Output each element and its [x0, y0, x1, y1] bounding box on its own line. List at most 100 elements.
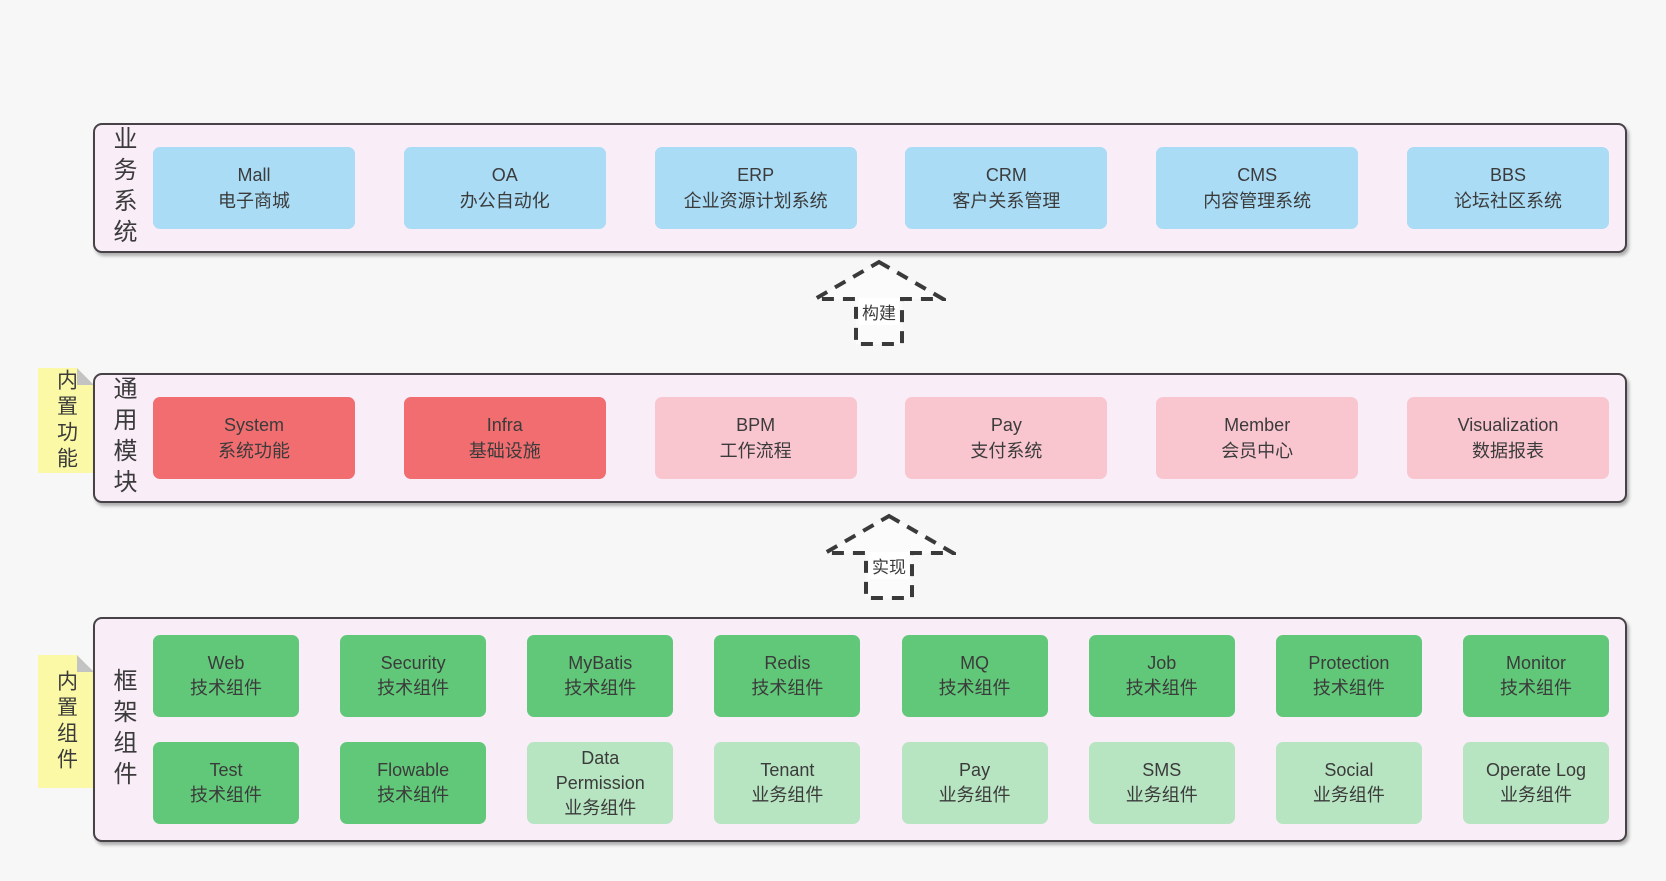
box-web: Web 技术组件	[153, 635, 299, 717]
box-subtitle: 业务组件	[1312, 785, 1385, 805]
builtin-functions-note-label: 内置功能	[54, 368, 78, 473]
box-subtitle: 业务组件	[938, 785, 1011, 805]
box-title: Test	[209, 760, 243, 780]
box-title: Social	[1324, 760, 1374, 780]
box-title: MyBatis	[568, 653, 633, 673]
box-system: System 系统功能	[153, 397, 355, 479]
box-title: SMS	[1142, 760, 1182, 780]
builtin-functions-note: 内置功能	[38, 368, 94, 473]
note-fold-corner	[77, 655, 94, 672]
framework-components-label: 框架组件	[109, 667, 136, 792]
box-subtitle: 技术组件	[751, 678, 824, 698]
box-title: BPM	[736, 415, 776, 435]
box-subtitle: 数据报表	[1471, 441, 1544, 461]
box-mybatis: MyBatis 技术组件	[527, 635, 674, 717]
box-cms: CMS 内容管理系统	[1156, 147, 1359, 229]
box-title: Flowable	[377, 760, 450, 780]
note-fold-corner	[77, 368, 94, 385]
box-title: Tenant	[760, 760, 815, 780]
box-title: OA	[491, 165, 518, 185]
common-modules-section: 通用模块 System 系统功能 Infra 基础设施 BPM 工作流程 Pay…	[93, 373, 1627, 503]
business-systems-row: Mall 电子商城 OA 办公自动化 ERP 企业资源计划系统 CRM 客户关系…	[153, 147, 1609, 229]
box-subtitle: 技术组件	[564, 678, 637, 698]
common-modules-row: System 系统功能 Infra 基础设施 BPM 工作流程 Pay 支付系统…	[153, 397, 1609, 479]
box-title: Member	[1224, 415, 1291, 435]
common-modules-rows: System 系统功能 Infra 基础设施 BPM 工作流程 Pay 支付系统…	[149, 375, 1625, 501]
box-title: Job	[1147, 653, 1177, 673]
framework-components-row-2: Test 技术组件 Flowable 技术组件 Data Permission …	[153, 742, 1609, 824]
box-subtitle: 技术组件	[1312, 678, 1385, 698]
box-subtitle: 企业资源计划系统	[683, 191, 828, 211]
box-title: CRM	[985, 165, 1027, 185]
box-title: Pay	[959, 760, 991, 780]
box-pay: Pay 业务组件	[901, 742, 1048, 824]
box-subtitle: 系统功能	[218, 441, 290, 461]
framework-components-rows: Web 技术组件 Security 技术组件 MyBatis 技术组件 Redi…	[149, 619, 1625, 840]
box-subtitle: 论坛社区系统	[1453, 191, 1562, 211]
box-test: Test 技术组件	[153, 742, 299, 824]
box-subtitle: 内容管理系统	[1203, 191, 1312, 211]
box-bpm: BPM 工作流程	[654, 397, 857, 479]
box-member: Member 会员中心	[1156, 397, 1359, 479]
box-subtitle: 电子商城	[218, 191, 290, 211]
box-title: ERP	[737, 165, 775, 185]
box-bbs: BBS 论坛社区系统	[1406, 147, 1609, 229]
box-title: Operate Log	[1485, 760, 1587, 780]
box-title: Web	[207, 653, 245, 673]
box-crm: CRM 客户关系管理	[905, 147, 1108, 229]
box-title: Protection	[1308, 653, 1390, 673]
box-visualization: Visualization 数据报表	[1406, 397, 1609, 479]
common-modules-label: 通用模块	[109, 376, 136, 500]
box-subtitle: 会员中心	[1221, 441, 1294, 461]
framework-components-section: 框架组件 Web 技术组件 Security 技术组件 MyBatis 技术组件…	[93, 617, 1627, 842]
implement-arrow-label: 实现	[869, 552, 909, 579]
box-subtitle: 支付系统	[970, 441, 1043, 461]
box-subtitle: 业务组件	[1499, 785, 1572, 805]
business-systems-label: 业务系统	[109, 126, 136, 250]
box-monitor: Monitor 技术组件	[1462, 635, 1609, 717]
box-title: Security	[380, 653, 446, 673]
box-title: System	[223, 415, 284, 435]
box-title: Data Permission	[555, 747, 645, 793]
box-subtitle: 技术组件	[190, 678, 262, 698]
box-flowable: Flowable 技术组件	[340, 742, 487, 824]
box-subtitle: 工作流程	[719, 441, 792, 461]
box-title: BBS	[1489, 165, 1526, 185]
box-subtitle: 基础设施	[468, 441, 541, 461]
box-title: Mall	[237, 165, 271, 185]
box-social: Social 业务组件	[1275, 742, 1422, 824]
framework-components-row-1: Web 技术组件 Security 技术组件 MyBatis 技术组件 Redi…	[153, 635, 1609, 717]
box-title: Monitor	[1505, 653, 1566, 673]
box-job: Job 技术组件	[1088, 635, 1235, 717]
box-subtitle: 业务组件	[1125, 785, 1198, 805]
box-subtitle: 办公自动化	[459, 191, 550, 211]
box-erp: ERP 企业资源计划系统	[654, 147, 857, 229]
box-subtitle: 业务组件	[564, 797, 637, 818]
box-tenant: Tenant 业务组件	[714, 742, 861, 824]
box-subtitle: 技术组件	[377, 785, 450, 805]
box-subtitle: 技术组件	[938, 678, 1011, 698]
business-systems-section: 业务系统 Mall 电子商城 OA 办公自动化 ERP 企业资源计划系统 CRM…	[93, 123, 1627, 253]
box-subtitle: 客户关系管理	[952, 191, 1061, 211]
box-title: Redis	[764, 653, 811, 673]
box-data-permission: Data Permission 业务组件	[527, 742, 674, 824]
common-modules-label-col: 通用模块	[95, 375, 149, 501]
box-infra: Infra 基础设施	[403, 397, 606, 479]
box-operate-log: Operate Log 业务组件	[1462, 742, 1609, 824]
business-systems-rows: Mall 电子商城 OA 办公自动化 ERP 企业资源计划系统 CRM 客户关系…	[149, 125, 1625, 251]
box-title: Infra	[486, 415, 523, 435]
box-pay: Pay 支付系统	[905, 397, 1108, 479]
box-protection: Protection 技术组件	[1275, 635, 1422, 717]
box-title: Pay	[990, 415, 1022, 435]
builtin-components-note-label: 内置组件	[54, 669, 78, 774]
build-arrow: 构建	[812, 259, 946, 347]
framework-components-label-col: 框架组件	[95, 619, 149, 840]
box-mq: MQ 技术组件	[901, 635, 1048, 717]
box-sms: SMS 业务组件	[1088, 742, 1235, 824]
box-title: CMS	[1237, 165, 1278, 185]
box-subtitle: 业务组件	[751, 785, 824, 805]
build-arrow-label: 构建	[859, 298, 899, 325]
box-subtitle: 技术组件	[1499, 678, 1572, 698]
box-title: Visualization	[1457, 415, 1559, 435]
